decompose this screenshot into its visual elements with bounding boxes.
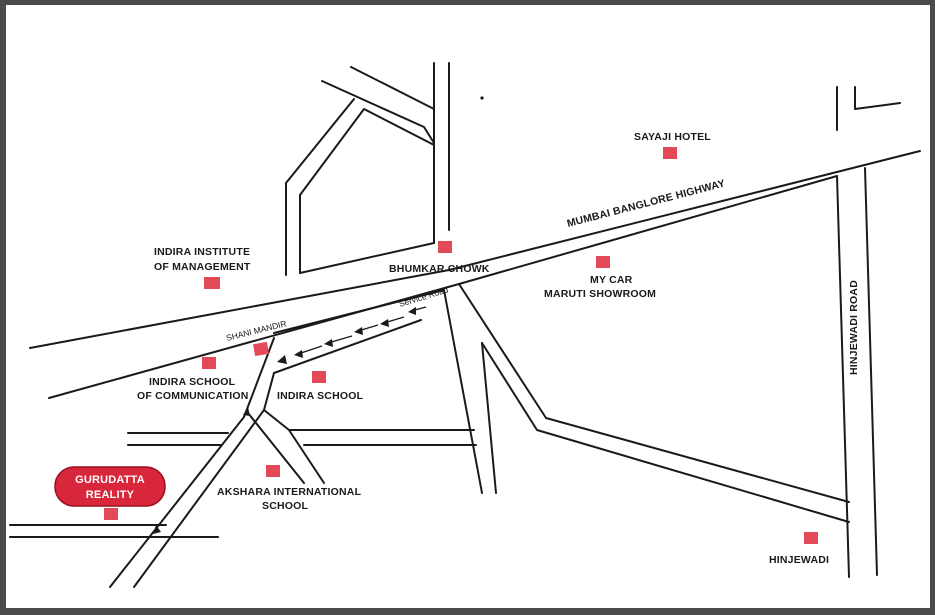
nw-road-diag-outer (285, 98, 355, 184)
bhumkar-chowk-label: BHUMKAR CHOWK (389, 263, 490, 275)
gurudatta-reality-badge: GURUDATTA REALITY (54, 466, 166, 507)
route-arrowhead-7 (243, 407, 250, 416)
service-road-lower-edge (273, 319, 422, 374)
my-car-label-2: MARUTI SHOWROOM (544, 288, 656, 300)
indira-institute-label-2: OF MANAGEMENT (154, 261, 251, 273)
akshara-label-1: AKSHARA INTERNATIONAL (217, 486, 362, 498)
route-arrowhead-4 (324, 339, 333, 347)
gurudatta-label-2: REALITY (86, 489, 135, 501)
badge-shape (54, 466, 166, 507)
nw-road-inner (350, 66, 435, 110)
route-arrowhead-8 (153, 525, 161, 534)
hinjewadi-label: HINJEWADI (769, 554, 829, 566)
hinjewadi-marker (804, 532, 818, 544)
sayaji-hotel-label: SAYAJI HOTEL (634, 131, 711, 143)
location-map: SAYAJI HOTEL MUMBAI BANGLORE HIGHWAY IND… (9, 62, 921, 588)
akshara-marker (266, 465, 280, 477)
map-dot (480, 96, 484, 100)
indira-school-label: INDIRA SCHOOL (277, 390, 364, 402)
hinjewadi-road-label: HINJEWADI ROAD (848, 280, 860, 375)
route-arrowhead-2 (380, 319, 389, 327)
route-arrows (153, 306, 427, 534)
se-road-lower (481, 342, 850, 523)
indira-school-comm-label-2: OF COMMUNICATION (137, 390, 249, 402)
gurudatta-label-1: GURUDATTA (75, 474, 145, 486)
hinjewadi-road-left (836, 175, 850, 578)
sayaji-hotel-marker (663, 147, 677, 159)
highway-upper-edge (29, 150, 921, 349)
akshara-label-2: SCHOOL (262, 500, 309, 512)
service-road-edge (273, 289, 445, 334)
ne-road-right (854, 86, 901, 110)
route-arrowhead-6 (277, 355, 287, 364)
labels: SAYAJI HOTEL MUMBAI BANGLORE HIGHWAY IND… (137, 131, 860, 566)
indira-school-comm-marker (202, 357, 216, 369)
gurudatta-marker (104, 508, 118, 520)
indira-school-marker (312, 371, 326, 383)
route-arrowhead-5 (294, 350, 303, 358)
my-car-label-1: MY CAR (590, 274, 633, 286)
se-road-left-2 (481, 342, 497, 494)
indira-school-comm-label-1: INDIRA SCHOOL (149, 376, 236, 388)
se-road-left (443, 289, 483, 494)
indira-institute-marker (204, 277, 220, 289)
shani-mandir-marker (253, 341, 269, 357)
se-road-upper (458, 283, 850, 503)
service-road-label: Service Road (398, 284, 450, 309)
shani-mandir-label: SHANI MANDIR (225, 318, 287, 343)
bhumkar-chowk-marker (438, 241, 452, 253)
nw-road-outer (321, 80, 435, 144)
my-car-marker (596, 256, 610, 268)
map-canvas: SAYAJI HOTEL MUMBAI BANGLORE HIGHWAY IND… (6, 5, 930, 608)
highway-label: MUMBAI BANGLORE HIGHWAY (566, 178, 727, 230)
route-arrowhead-1 (408, 307, 416, 315)
highway-inner-edge (299, 242, 435, 274)
route-arrowhead-3 (354, 327, 363, 335)
nw-road-diag-inner (299, 108, 435, 196)
akshara-road-left (247, 412, 305, 484)
markers (104, 147, 818, 544)
roads (9, 62, 921, 588)
hinjewadi-road-right (864, 167, 878, 576)
indira-institute-label-1: INDIRA INSTITUTE (154, 246, 250, 258)
